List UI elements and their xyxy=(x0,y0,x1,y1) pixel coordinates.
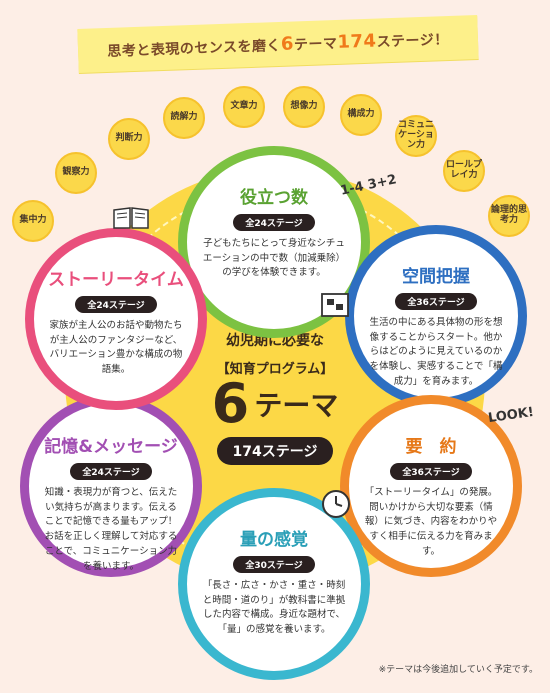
theme-description: 生活の中にある具体物の形を想像することからスタート。他からはどのように見えている… xyxy=(369,317,503,387)
skill-badge: 構成力 xyxy=(340,94,382,136)
theme-stage-count: 全24ステージ xyxy=(75,296,157,313)
theme-stage-count: 全30ステージ xyxy=(233,556,315,573)
theme-kukan: 空間把握 全36ステージ 生活の中にある具体物の形を想像することからスタート。他… xyxy=(345,225,527,407)
center-title: 幼児期に必要な 【知育プログラム】 6 テーマ 174ステージ xyxy=(190,330,360,465)
theme-title: 記憶&メッセージ xyxy=(44,437,178,457)
theme-description: 知識・表現力が育つと、伝えたい気持ちが高まります。伝えることで記憶できる量もアッ… xyxy=(44,487,178,572)
theme-description: 「ストーリータイム」の発展。問いかけから大切な要素（情報）に気づき、内容をわかり… xyxy=(364,487,498,557)
headline-banner: 思考と表現のセンスを磨く6テーマ174ステージ！ xyxy=(77,15,479,73)
theme-stage-count: 全24ステージ xyxy=(233,214,315,231)
footnote: ※テーマは今後追加していく予定です。 xyxy=(378,665,538,675)
center-lead: 幼児期に必要な xyxy=(226,333,324,349)
theme-kioku: 記憶&メッセージ 全24ステージ 知識・表現力が育つと、伝えたい気持ちが高まりま… xyxy=(20,395,202,577)
theme-stage-count: 全24ステージ xyxy=(70,463,152,480)
theme-description: 家族が主人公のお話や動物たちが主人公のファンタジーなど、バリエーション豊かな構成… xyxy=(49,320,183,376)
book-icon xyxy=(112,206,150,234)
headline-text: 思考と表現のセンスを磨く6テーマ174ステージ！ xyxy=(107,30,450,60)
theme-yakudatsu: 役立つ数 全24ステージ 子どもたちにとって身近なシチュエーションの中で数（加減… xyxy=(178,146,370,338)
look-doodle: LOOK! xyxy=(487,404,535,427)
theme-description: 子どもたちにとって身近なシチュエーションの中で数（加減乗除）の学びを体験できます… xyxy=(202,238,346,279)
clock-icon xyxy=(320,488,352,524)
skill-badge: 読解力 xyxy=(163,97,205,139)
theme-ryou: 量の感覚 全30ステージ 「長さ・広さ・かさ・重さ・時刻と時間・道のり」が教科書… xyxy=(178,488,370,680)
theme-title: 空間把握 xyxy=(402,267,470,287)
center-six: 6 xyxy=(211,372,250,435)
skill-badge: 想像力 xyxy=(283,86,325,128)
theme-title: 量の感覚 xyxy=(240,530,308,550)
theme-stage-count: 全36ステージ xyxy=(395,293,477,310)
skill-badge: コミュニケーション力 xyxy=(395,115,437,157)
theme-title: 役立つ数 xyxy=(240,188,308,208)
skill-badge: 判断力 xyxy=(108,118,150,160)
skill-badge: ロールプレイ力 xyxy=(443,150,485,192)
skill-badge: 文章力 xyxy=(223,86,265,128)
skill-badge: 集中力 xyxy=(12,200,54,242)
theme-yoyaku: 要 約 全36ステージ 「ストーリータイム」の発展。問いかけから大切な要素（情報… xyxy=(340,395,522,577)
center-stage-count: 174ステージ xyxy=(216,437,334,465)
theme-title: 要 約 xyxy=(405,437,457,457)
skill-badge: 観察力 xyxy=(55,152,97,194)
theme-story: ストーリータイム 全24ステージ 家族が主人公のお話や動物たちが主人公のファンタ… xyxy=(25,228,207,410)
theme-description: 「長さ・広さ・かさ・重さ・時刻と時間・道のり」が教科書に準拠した内容で構成。身近… xyxy=(202,580,346,636)
center-program: 【知育プログラム】 xyxy=(216,362,334,377)
cube-icon xyxy=(318,290,352,324)
center-theme: テーマ xyxy=(254,389,339,422)
skill-badge: 論理的思考力 xyxy=(488,195,530,237)
theme-title: ストーリータイム xyxy=(48,270,184,290)
theme-stage-count: 全36ステージ xyxy=(390,463,472,480)
